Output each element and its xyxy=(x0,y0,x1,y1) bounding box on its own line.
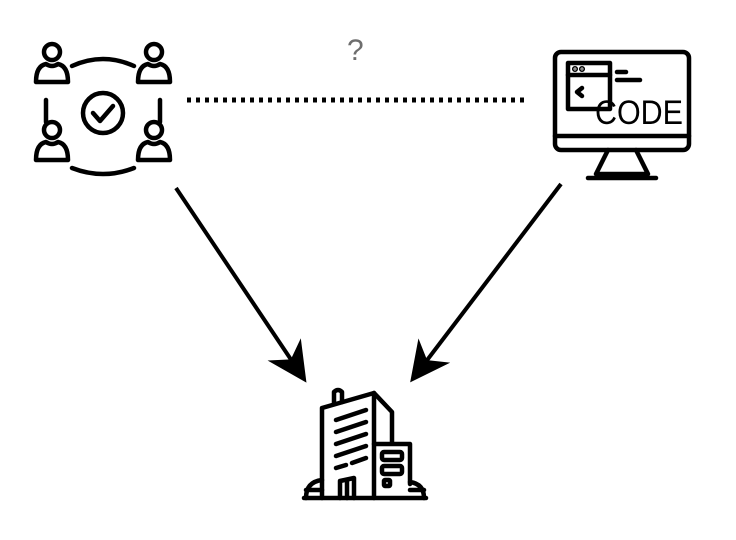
team-consensus-icon xyxy=(33,41,173,177)
arrow-team-to-company xyxy=(174,186,307,383)
question-label: ? xyxy=(347,34,364,67)
arrow-code-to-company xyxy=(410,182,563,383)
office-building-icon xyxy=(301,387,429,501)
code-screen-text: CODE xyxy=(595,94,683,132)
computer-code-icon xyxy=(552,49,692,181)
